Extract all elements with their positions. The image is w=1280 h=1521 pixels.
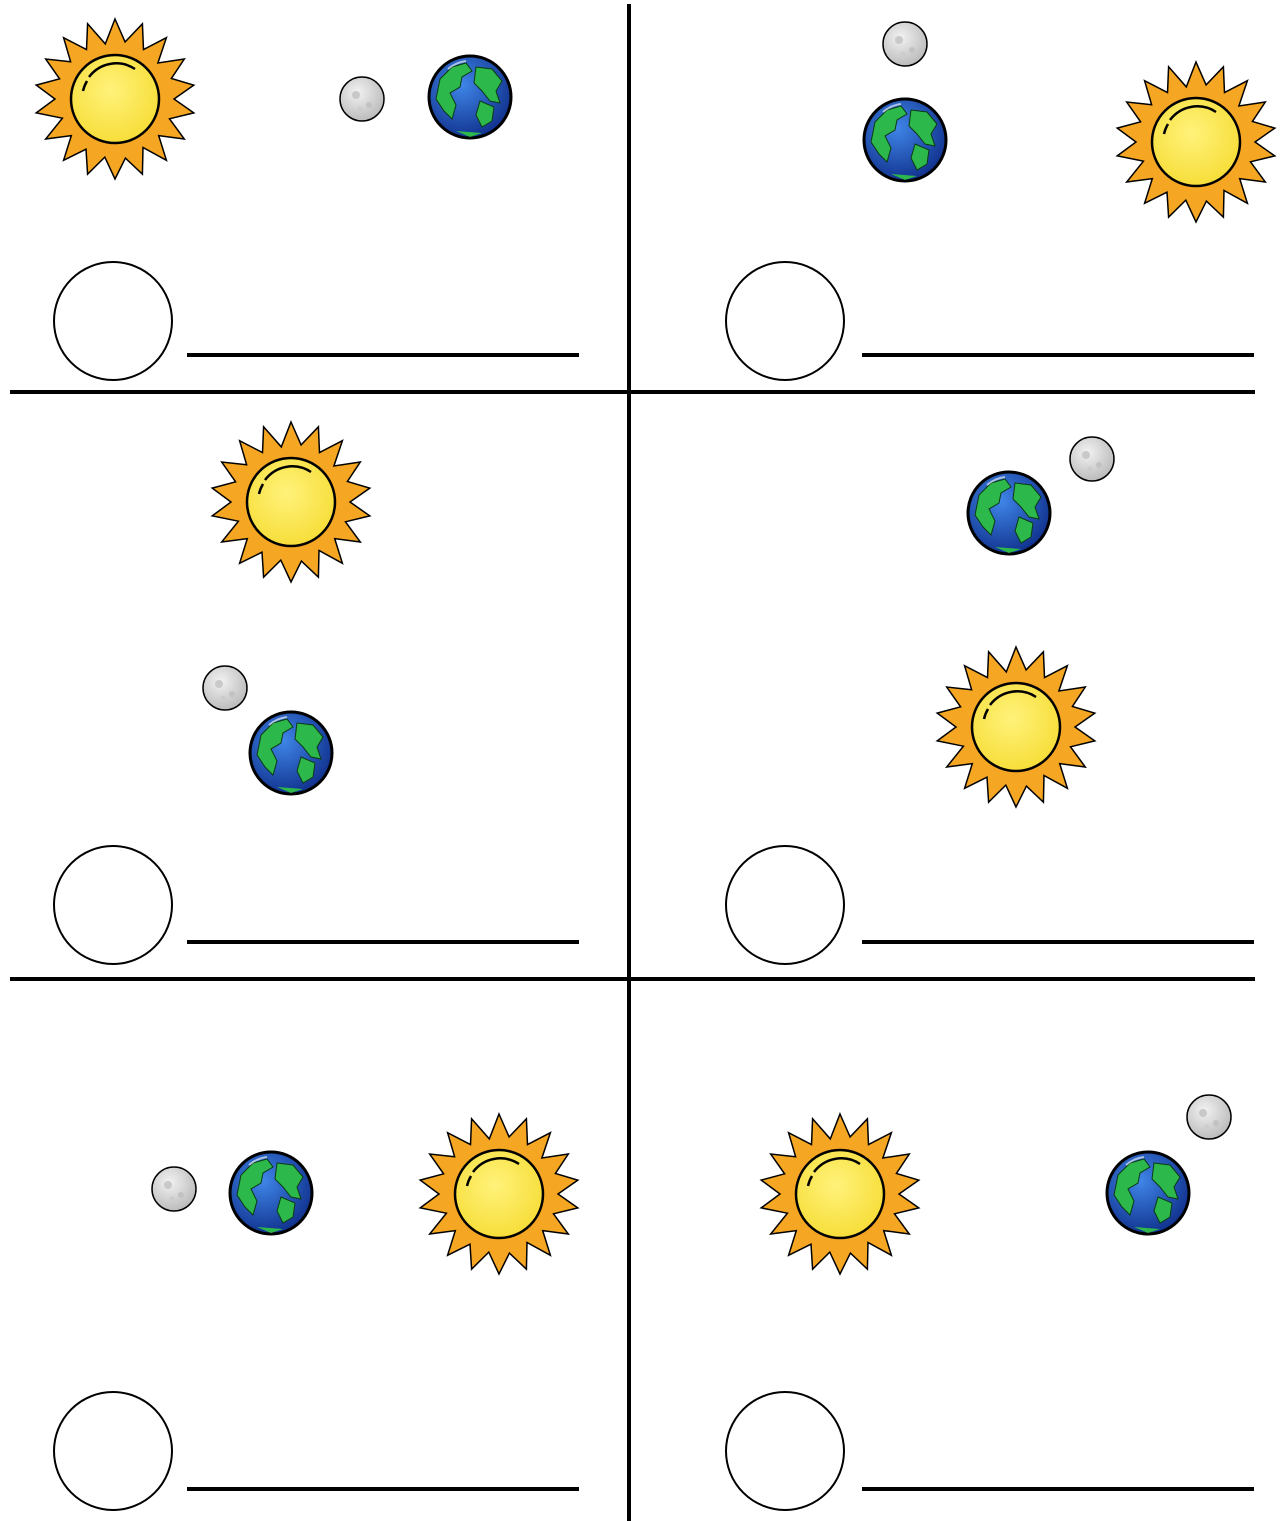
- moon-icon: [201, 664, 249, 712]
- answer-circle[interactable]: [725, 845, 845, 965]
- answer-circle[interactable]: [53, 845, 173, 965]
- sun-icon: [1114, 60, 1278, 224]
- earth-icon: [228, 1150, 314, 1236]
- earth-icon: [248, 710, 334, 796]
- answer-line[interactable]: [862, 1487, 1254, 1491]
- sun-icon: [417, 1112, 581, 1276]
- center-vertical-divider: [627, 4, 631, 1521]
- sun-icon: [209, 420, 373, 584]
- moon-icon: [1068, 435, 1116, 483]
- answer-circle[interactable]: [725, 1391, 845, 1511]
- earth-icon: [427, 54, 513, 140]
- answer-line[interactable]: [187, 353, 579, 357]
- sun-icon: [934, 645, 1098, 809]
- answer-line[interactable]: [862, 353, 1254, 357]
- earth-icon: [966, 470, 1052, 556]
- moon-icon: [881, 20, 929, 68]
- row-divider-2: [10, 977, 1255, 981]
- row-divider-1: [10, 390, 1255, 394]
- answer-line[interactable]: [187, 940, 579, 944]
- moon-icon: [150, 1165, 198, 1213]
- earth-icon: [862, 97, 948, 183]
- answer-line[interactable]: [187, 1487, 579, 1491]
- sun-icon: [33, 17, 197, 181]
- earth-icon: [1105, 1150, 1191, 1236]
- answer-circle[interactable]: [53, 261, 173, 381]
- answer-line[interactable]: [862, 940, 1254, 944]
- moon-icon: [1185, 1093, 1233, 1141]
- moon-icon: [338, 75, 386, 123]
- sun-icon: [758, 1112, 922, 1276]
- answer-circle[interactable]: [725, 261, 845, 381]
- answer-circle[interactable]: [53, 1391, 173, 1511]
